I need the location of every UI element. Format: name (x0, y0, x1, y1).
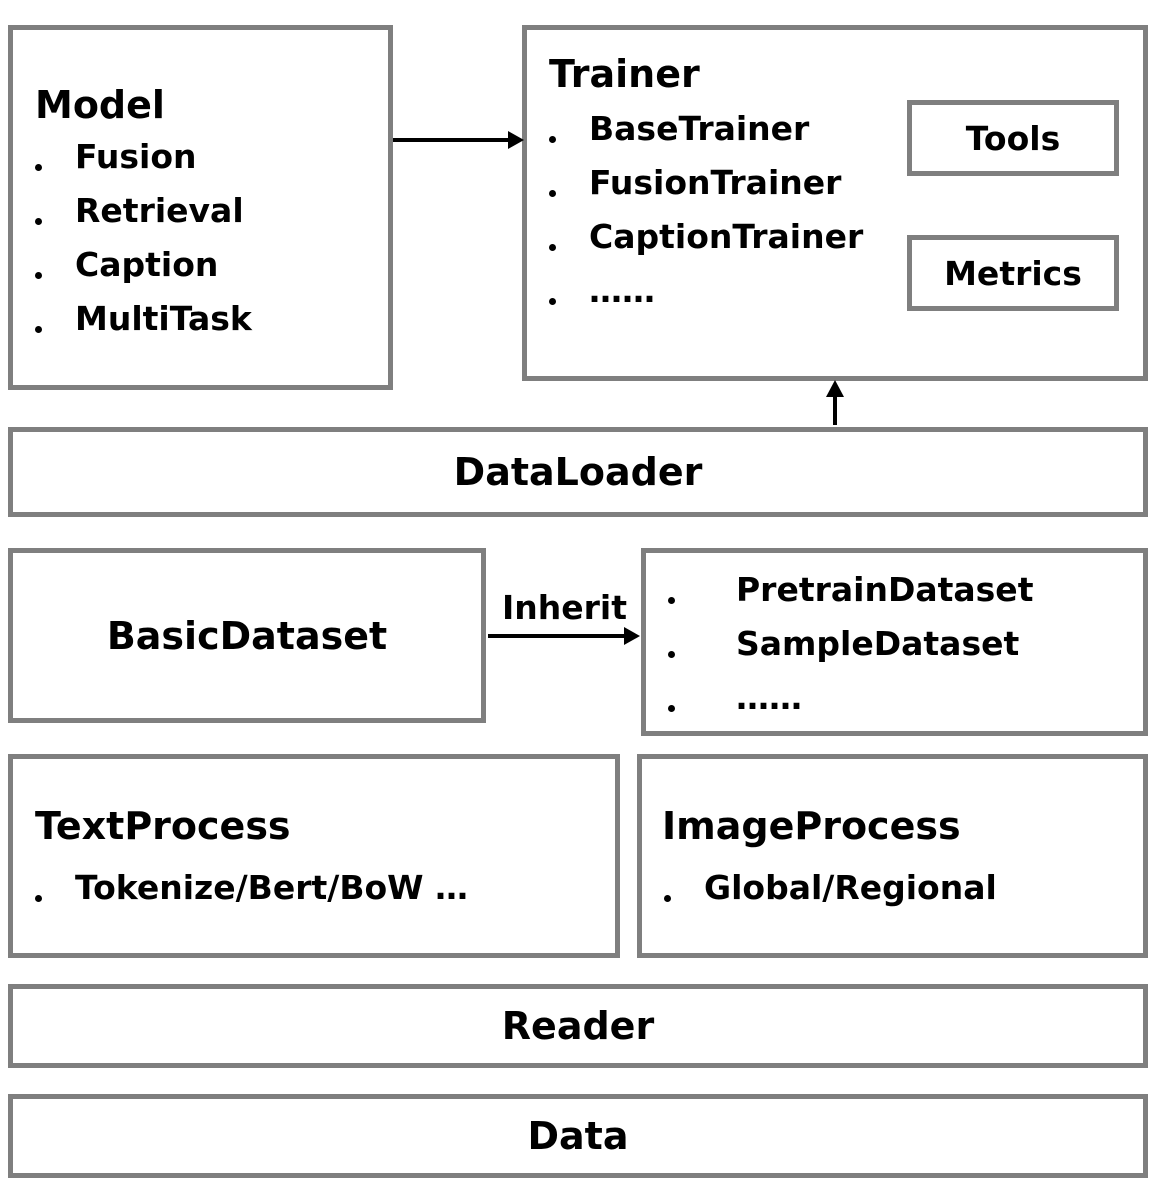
bullet-icon (35, 272, 42, 279)
datasets-list: PretrainDataset SampleDataset …… (668, 573, 1033, 735)
bullet-icon (668, 705, 675, 712)
bullet-icon (664, 895, 671, 902)
list-item: SampleDataset (668, 627, 1033, 681)
trainer-box: Trainer BaseTrainer FusionTrainer Captio… (522, 25, 1148, 381)
model-box: Model Fusion Retrieval Caption MultiTask (8, 25, 393, 390)
bullet-icon (35, 326, 42, 333)
data-title: Data (527, 1114, 629, 1158)
list-item: Global/Regional (664, 871, 997, 925)
list-item: Tokenize/Bert/BoW … (35, 871, 468, 925)
trainer-title: Trainer (549, 52, 700, 96)
tools-box: Tools (907, 100, 1119, 176)
inherit-label: Inherit (502, 588, 628, 627)
list-item: Fusion (35, 140, 252, 194)
dataloader-box: DataLoader (8, 427, 1148, 517)
list-item: Caption (35, 248, 252, 302)
image-process-list: Global/Regional (664, 871, 997, 925)
list-item: …… (549, 274, 863, 328)
image-process-title: ImageProcess (662, 804, 961, 848)
bullet-icon (549, 244, 556, 251)
bullet-icon (35, 218, 42, 225)
list-item: Retrieval (35, 194, 252, 248)
model-title: Model (35, 83, 165, 127)
list-item: CaptionTrainer (549, 220, 863, 274)
list-item: BaseTrainer (549, 112, 863, 166)
inherit-arrow (488, 627, 640, 645)
metrics-box: Metrics (907, 235, 1119, 311)
bullet-icon (35, 164, 42, 171)
trainer-list: BaseTrainer FusionTrainer CaptionTrainer… (549, 112, 863, 328)
text-process-box: TextProcess Tokenize/Bert/BoW … (8, 754, 620, 958)
text-process-list: Tokenize/Bert/BoW … (35, 871, 468, 925)
bullet-icon (549, 298, 556, 305)
list-item: PretrainDataset (668, 573, 1033, 627)
dataloader-to-trainer-arrow (826, 380, 844, 425)
model-list: Fusion Retrieval Caption MultiTask (35, 140, 252, 356)
basic-dataset-box: BasicDataset (8, 548, 486, 723)
model-to-trainer-arrow (393, 131, 524, 149)
bullet-icon (668, 651, 675, 658)
reader-box: Reader (8, 984, 1148, 1068)
list-item: …… (668, 681, 1033, 735)
bullet-icon (35, 895, 42, 902)
list-item: FusionTrainer (549, 166, 863, 220)
data-box: Data (8, 1094, 1148, 1178)
dataloader-title: DataLoader (453, 450, 703, 494)
bullet-icon (668, 597, 675, 604)
text-process-title: TextProcess (35, 804, 291, 848)
image-process-box: ImageProcess Global/Regional (637, 754, 1148, 958)
reader-title: Reader (501, 1004, 655, 1048)
bullet-icon (549, 136, 556, 143)
datasets-box: PretrainDataset SampleDataset …… (641, 548, 1148, 736)
bullet-icon (549, 190, 556, 197)
list-item: MultiTask (35, 302, 252, 356)
basic-dataset-title: BasicDataset (106, 613, 388, 658)
